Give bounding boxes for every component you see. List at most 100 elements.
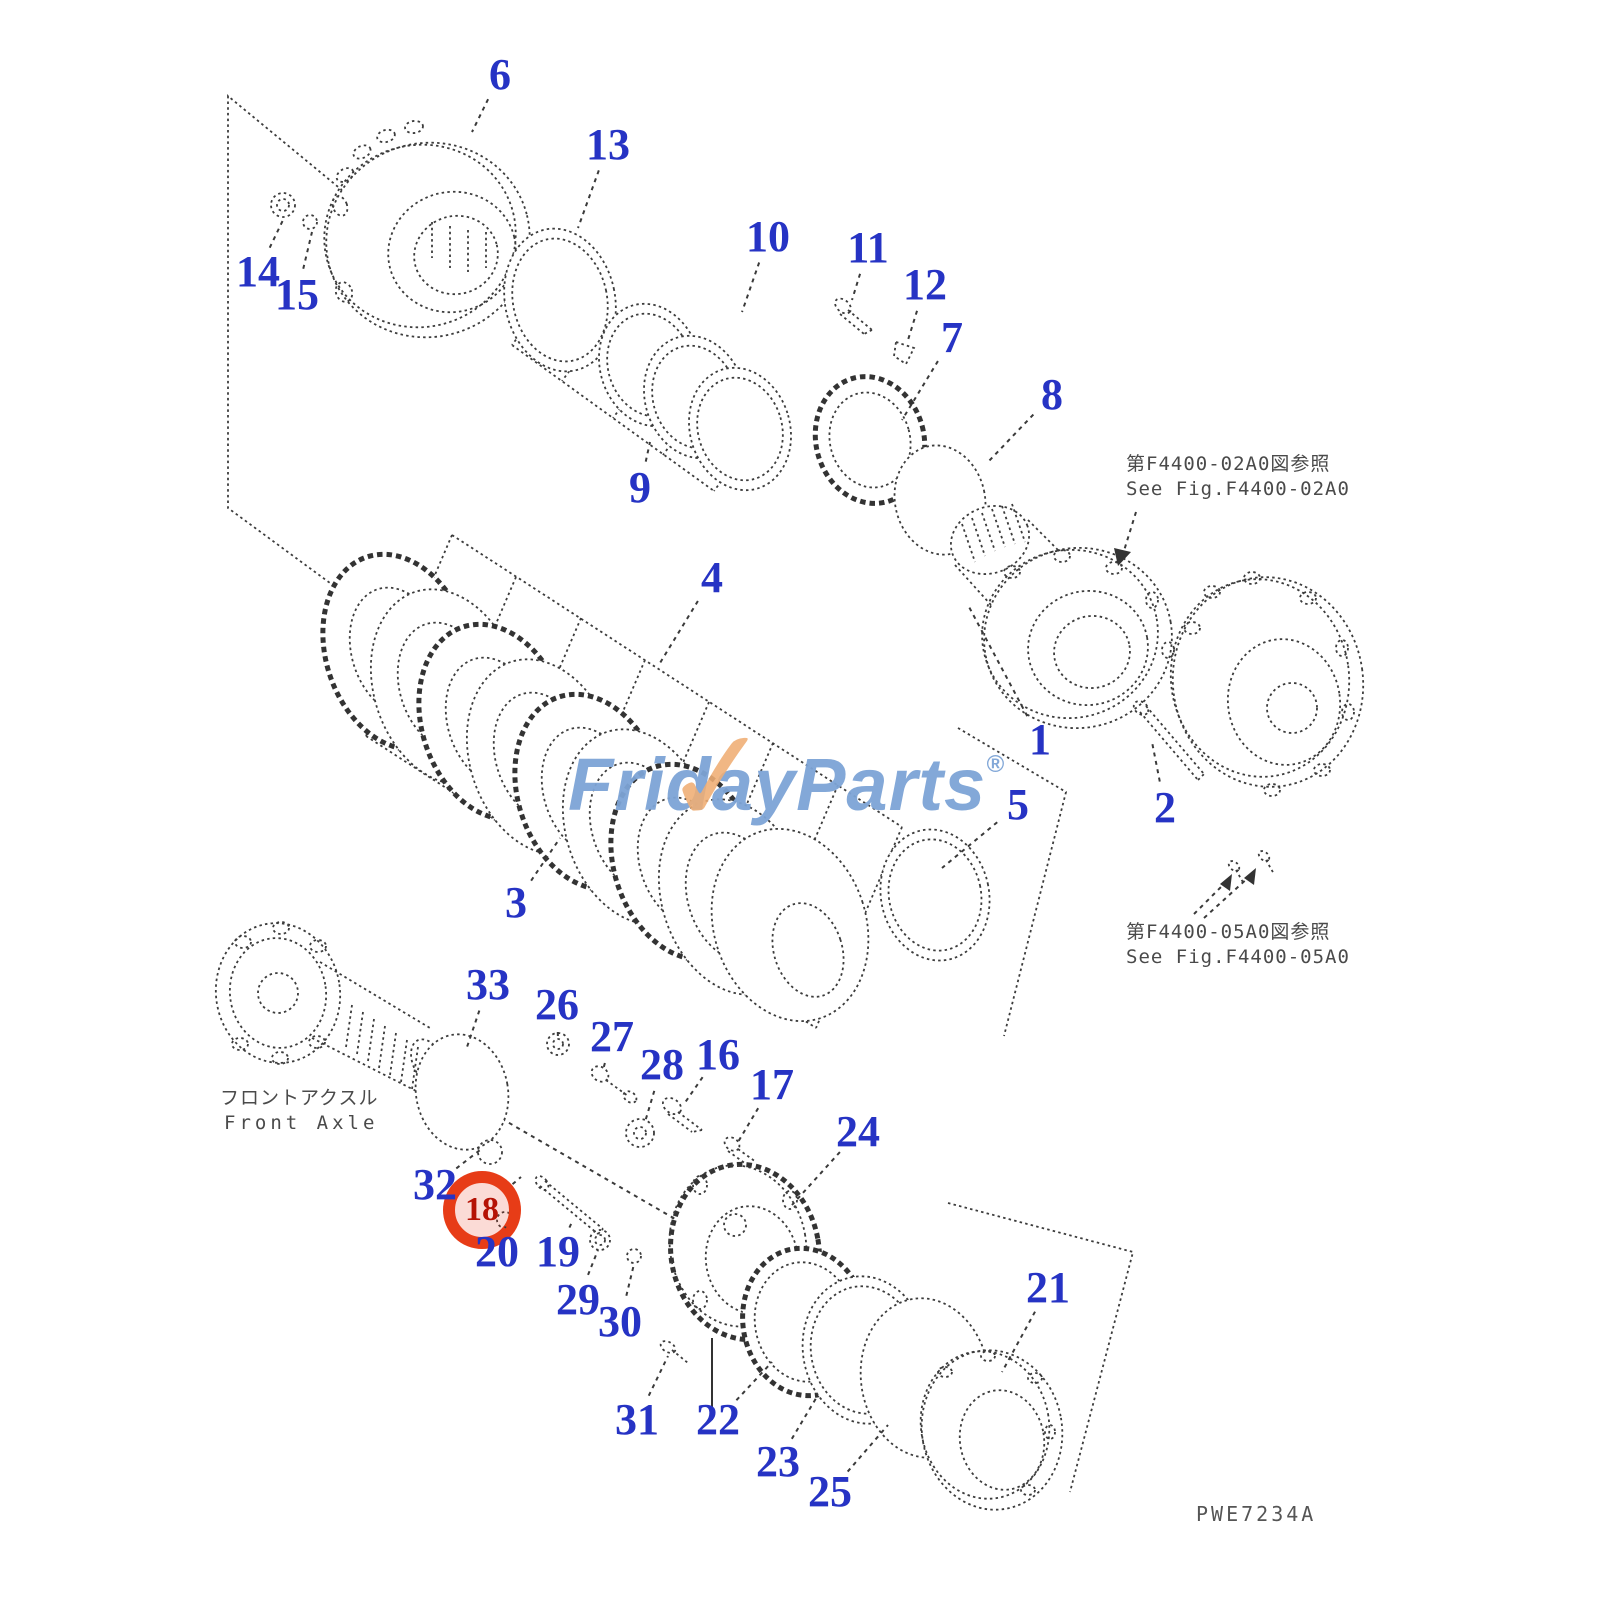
callout-26: 26: [535, 980, 579, 1029]
callout-18: 18: [465, 1191, 499, 1228]
part-flanged-ring-21: [919, 1349, 1064, 1511]
part-bolt-2: [1132, 700, 1205, 781]
leader-line-29: [587, 1249, 599, 1276]
part-bearing-7: [812, 374, 928, 506]
callout-10: 10: [746, 212, 790, 261]
callout-3: 3: [505, 878, 527, 927]
leader-line-17: [737, 1107, 760, 1143]
leader-lines: [268, 98, 1161, 1473]
callout-7: 7: [941, 313, 963, 362]
leader-line-5: [941, 821, 998, 869]
part-bolt-11-clip-12: [834, 297, 916, 366]
callout-30: 30: [598, 1297, 642, 1346]
callout-6: 6: [489, 50, 511, 99]
ref-note-top: 第F4400-02A0図参照 See Fig.F4400-02A0: [1126, 452, 1350, 502]
callout-22: 22: [696, 1395, 740, 1444]
leader-line-32: [455, 1149, 481, 1170]
leader-line-31: [647, 1355, 669, 1397]
leader-line-14: [268, 217, 285, 249]
leader-line-21: [1001, 1311, 1036, 1373]
watermark-text: FridayParts®: [568, 743, 1004, 826]
callout-28: 28: [640, 1040, 684, 1089]
part-plate-5: [879, 828, 991, 962]
part-ring-28: [625, 1118, 655, 1148]
leader-line-30: [625, 1263, 635, 1296]
callout-16: 16: [696, 1030, 740, 1079]
callout-33: 33: [466, 960, 510, 1009]
leader-line-23: [790, 1394, 819, 1440]
leader-line-18: [511, 1176, 522, 1185]
part-housing-6: [323, 120, 531, 339]
leader-line-20: [504, 1226, 507, 1229]
leader-line-19: [568, 1221, 573, 1228]
part-nut-14-washer-15: [270, 192, 318, 230]
callout-21: 21: [1026, 1263, 1070, 1312]
ref-note-top-en: See Fig.F4400-02A0: [1126, 478, 1350, 500]
part-fitting-17: [723, 1136, 757, 1165]
leader-line-10: [741, 262, 761, 313]
leader-line-13: [577, 170, 600, 229]
callout-29: 29: [556, 1275, 600, 1324]
part-rings-9-10: [598, 302, 792, 492]
registered-mark: ®: [986, 751, 1004, 778]
drawing-code: PWE7234A: [1196, 1502, 1317, 1526]
part-nut-29: [589, 1229, 611, 1251]
part-disc-stack-3-4: [320, 551, 870, 1023]
callout-20: 20: [475, 1227, 519, 1276]
part-ring-13: [503, 227, 617, 373]
leader-line-15: [302, 231, 313, 269]
front-axle-note: フロントアクスル Front Axle: [220, 1086, 378, 1136]
leader-line-25: [846, 1424, 889, 1473]
leader-line-4: [659, 600, 699, 664]
callout-32: 32: [413, 1160, 457, 1209]
part-hub-1: [950, 503, 1175, 730]
leader-line-9: [644, 441, 651, 462]
callout-8: 8: [1041, 370, 1063, 419]
part-cover-assembly: [1169, 571, 1365, 885]
leader-line-12: [907, 310, 918, 341]
leader-line-27: [602, 1062, 606, 1071]
watermark-fridayparts: FridayParts® ✓: [568, 698, 1004, 856]
callout-14: 14: [236, 247, 280, 296]
leader-line-2: [1151, 741, 1161, 782]
callout-4: 4: [701, 553, 723, 602]
leader-line-1: [967, 604, 1029, 717]
leader-line-24: [791, 1151, 841, 1206]
callout-1: 1: [1029, 715, 1051, 764]
callout-9: 9: [629, 463, 651, 512]
part-fitting-27: [590, 1065, 638, 1104]
callout-13: 13: [586, 120, 630, 169]
callout-25: 25: [808, 1467, 852, 1516]
callout-5: 5: [1007, 780, 1029, 829]
callout-31: 31: [615, 1395, 659, 1444]
callout-24: 24: [836, 1107, 880, 1156]
leader-line-7: [901, 360, 939, 421]
part-snapring-32: [477, 1139, 503, 1165]
leader-line-28: [644, 1090, 656, 1123]
callout-12: 12: [903, 260, 947, 309]
leader-line-11: [851, 273, 862, 301]
part-pin-19: [534, 1175, 604, 1235]
ref-note-bottom-jp: 第F4400-05A0図参照: [1126, 921, 1331, 943]
front-axle-note-jp: フロントアクスル: [220, 1087, 379, 1109]
part-oring-33: [414, 1033, 510, 1151]
leader-line-16: [683, 1076, 704, 1105]
highlight-circle-18: [443, 1171, 521, 1249]
leader-line-8: [987, 413, 1035, 463]
ref-note-top-jp: 第F4400-02A0図参照: [1126, 453, 1331, 475]
callout-23: 23: [756, 1437, 800, 1486]
leader-line-3: [530, 837, 561, 882]
callout-2: 2: [1154, 783, 1176, 832]
callout-11: 11: [847, 223, 889, 272]
part-bolt-16: [661, 1096, 703, 1133]
front-axle-note-en: Front Axle: [224, 1112, 379, 1134]
ref-note-bottom-en: See Fig.F4400-05A0: [1126, 946, 1350, 968]
leader-line-22: [735, 1361, 773, 1401]
callout-15: 15: [275, 270, 319, 319]
leader-line-6: [471, 98, 489, 133]
callout-19: 19: [536, 1227, 580, 1276]
callout-27: 27: [590, 1012, 634, 1061]
